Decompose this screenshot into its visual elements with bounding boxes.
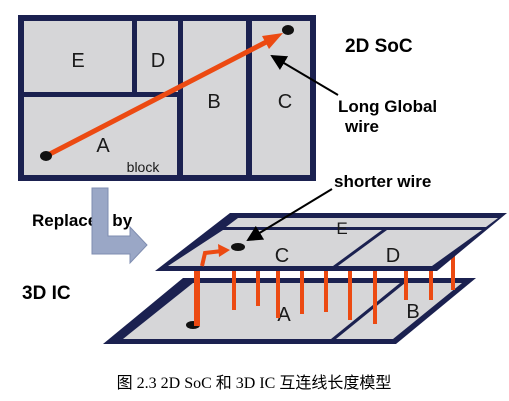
vertical-wire: [348, 270, 352, 320]
upper-label-d: D: [386, 245, 400, 267]
soc2d-chip: E D B C A block: [18, 15, 316, 181]
replaced-by-label: Replaced by: [32, 211, 133, 230]
upper-wire-endpoint: [231, 243, 245, 251]
vertical-wire: [324, 270, 328, 312]
lower-label-b: B: [406, 301, 419, 323]
figure-caption: 图 2.3 2D SoC 和 3D IC 互连线长度模型: [117, 374, 392, 392]
vertical-wire: [451, 250, 455, 290]
vertical-wire: [232, 270, 236, 310]
vertical-wire: [300, 270, 304, 314]
ic3d-title: 3D IC: [22, 283, 71, 304]
long-wire-pointer: [270, 54, 339, 96]
soc2d-label-b: B: [207, 91, 220, 113]
upper-label-c: C: [275, 245, 289, 267]
lower-label-a: A: [277, 304, 291, 326]
short-wire: [200, 249, 223, 267]
soc2d-label-d: D: [151, 50, 165, 72]
long-global-wire: [43, 35, 277, 159]
vertical-wire: [276, 270, 280, 318]
vertical-wire: [194, 262, 200, 326]
replaced-by-arrow: [91, 187, 148, 265]
vertical-interconnects: [194, 250, 455, 326]
soc2d-label-block: block: [127, 159, 161, 175]
soc2d-block-b: [181, 19, 248, 177]
soc2d-label-e: E: [71, 50, 84, 72]
upper-block-d: [338, 230, 482, 266]
upper-label-e: E: [336, 219, 347, 238]
upper-block-c: [168, 230, 382, 266]
vertical-wire: [429, 264, 433, 300]
soc2d-block-e: [22, 19, 134, 94]
soc2d-block-d: [135, 19, 180, 94]
ic3d-upper-layer: E C D: [155, 213, 507, 271]
soc2d-block-a: [22, 95, 179, 177]
long-wire-label-line1: Long Global: [338, 97, 437, 116]
short-wire-arrowhead: [218, 244, 230, 257]
soc2d-label-a: A: [96, 135, 110, 157]
upper-block-e: [226, 218, 498, 227]
wire-endpoint-end: [282, 25, 294, 35]
wire-endpoint-start: [40, 151, 52, 161]
vertical-wire: [256, 270, 260, 306]
long-wire-label-line2: wire: [344, 117, 379, 136]
shorter-wire-pointer: [246, 188, 333, 242]
soc2d-title: 2D SoC: [345, 36, 413, 57]
long-wire-arrowhead: [262, 33, 283, 49]
vertical-wire: [404, 264, 408, 300]
shorter-wire-label: shorter wire: [334, 172, 431, 191]
vertical-wire: [373, 270, 377, 324]
soc2d-label-c: C: [278, 91, 292, 113]
ic3d-lower-layer: A B: [103, 278, 476, 344]
